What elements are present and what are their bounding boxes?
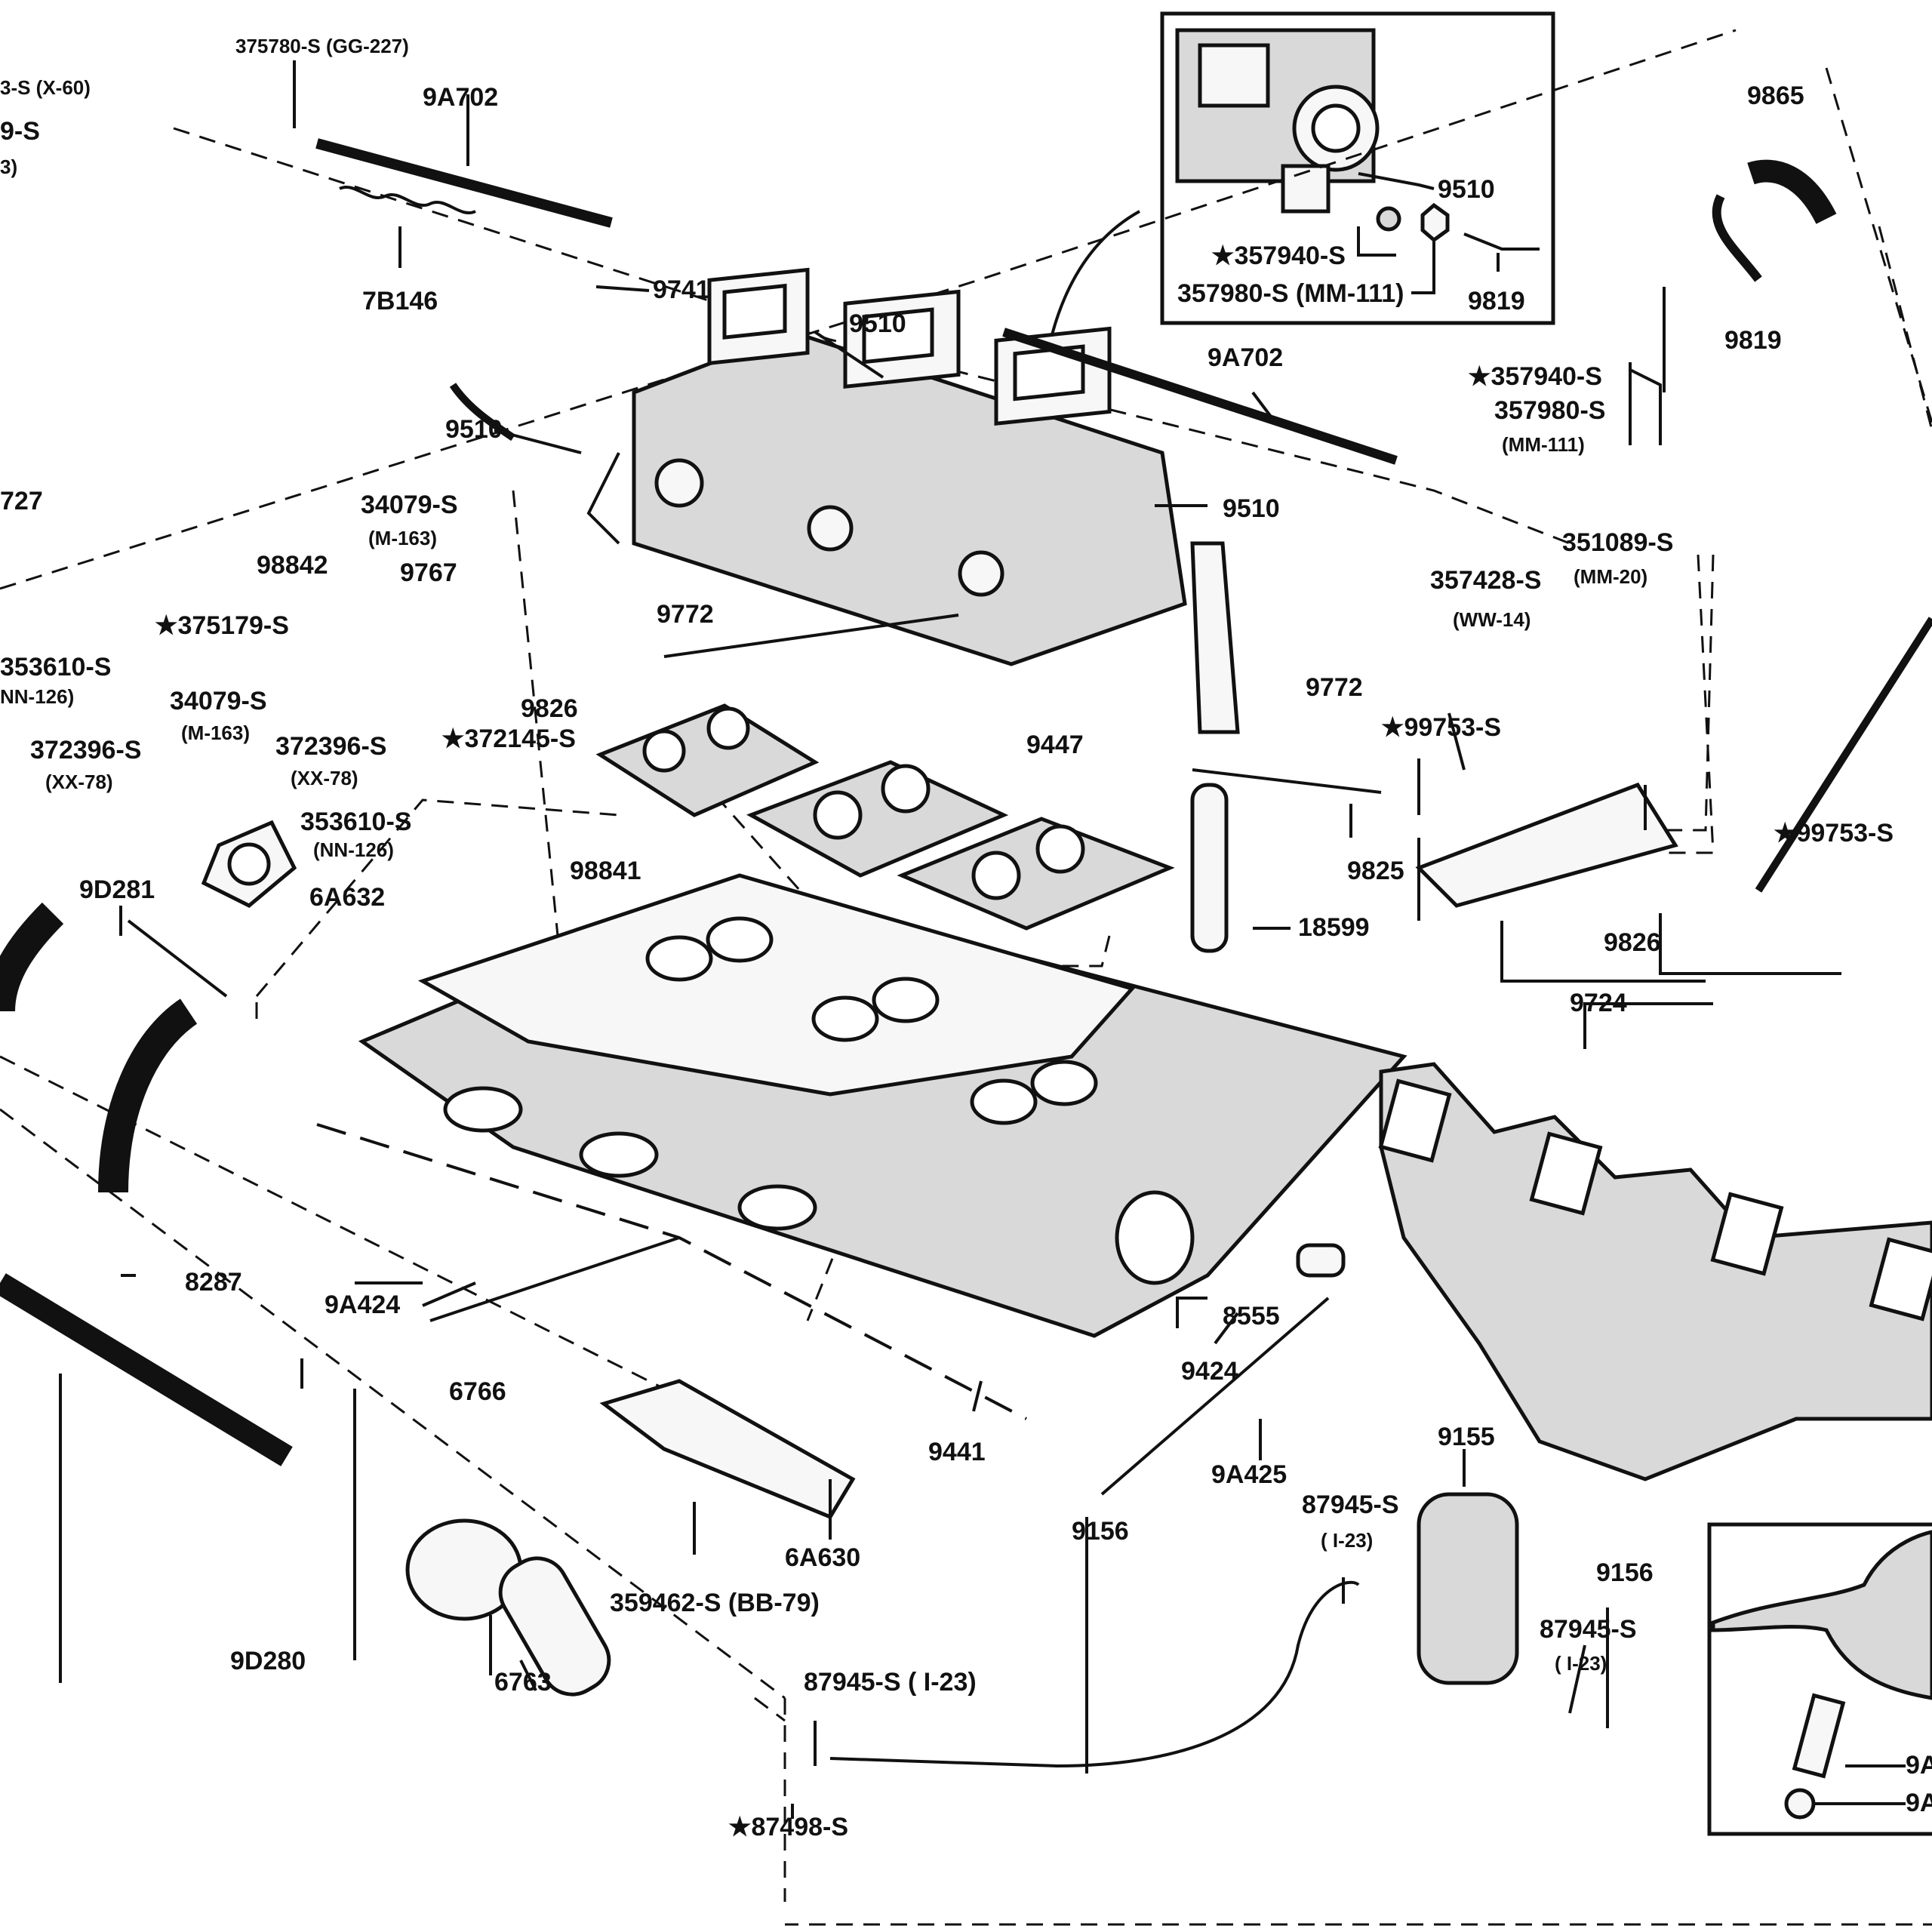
label-353610-s-b: 353610-S (300, 808, 411, 836)
label-m163-b: (M-163) (181, 721, 250, 744)
label-372145-s: ★372145-S (441, 724, 576, 753)
leader-lines (59, 60, 1841, 1819)
label-9825: 9825 (1347, 857, 1404, 885)
label-9-s: 9-S (0, 117, 40, 146)
label-9d280: 9D280 (230, 1647, 306, 1675)
label-m163-a: (M-163) (368, 527, 437, 549)
label-9a702-top: 9A702 (423, 83, 498, 112)
label-9865: 9865 (1747, 82, 1804, 110)
label-i23-b: ( I-23) (1555, 1652, 1607, 1675)
label-mm-111: (MM-111) (1502, 433, 1585, 456)
label-372396-s-a: 372396-S (30, 736, 141, 764)
label-xx78-a: (XX-78) (45, 771, 113, 793)
inset-label-line: 9819 (1468, 287, 1525, 315)
label-9741: 9741 (653, 275, 710, 304)
label-9826-b: 9826 (1604, 928, 1661, 957)
inset-label-nut-star: ★357940-S (1211, 242, 1346, 270)
label-87945-s-a: 87945-S (1302, 1491, 1399, 1519)
label-6766: 6766 (449, 1377, 506, 1406)
carburetor-assembly (586, 267, 1187, 666)
label-9510-c: 9510 (1223, 494, 1280, 523)
label-9a424: 9A424 (325, 1291, 400, 1319)
label-i23-a: ( I-23) (1321, 1529, 1373, 1552)
label-375780-s: 375780-S (GG-227) (235, 35, 409, 57)
detail-inset-bottom-right (1707, 1522, 1932, 1836)
carburetor-detail-inset: 9510 ★357940-S 357980-S (MM-111) 9819 (1032, 11, 1555, 430)
label-9826-a: 9826 (521, 694, 578, 723)
label-9441: 9441 (928, 1438, 986, 1466)
label-9155: 9155 (1438, 1423, 1495, 1451)
label-6763: 6763 (494, 1668, 552, 1697)
label-353610-s-a: 353610-S (0, 653, 111, 681)
label-9510-a: 9510 (849, 309, 906, 338)
label-99753-s-a: ★99753-S (1381, 713, 1501, 742)
label-9a425: 9A425 (1211, 1460, 1287, 1489)
inset-label-nut: 357980-S (MM-111) (1177, 279, 1404, 308)
label-375179-s: ★375179-S (155, 611, 289, 640)
label-87498-s: ★87498-S (728, 1813, 848, 1841)
label-6a632: 6A632 (309, 883, 385, 912)
label-inset-9a-a: 9A (1906, 1751, 1932, 1780)
label-3: 3) (0, 155, 17, 178)
label-9447: 9447 (1026, 731, 1084, 759)
label-357428-s: 357428-S (1430, 566, 1541, 595)
label-372396-s-b: 372396-S (275, 732, 386, 761)
label-98841: 98841 (570, 857, 641, 885)
label-9819: 9819 (1724, 326, 1782, 355)
label-9424: 9424 (1181, 1357, 1238, 1386)
label-9156-a: 9156 (1072, 1517, 1129, 1546)
label-inset-9a-b: 9A (1906, 1789, 1932, 1817)
label-8555: 8555 (1223, 1302, 1280, 1331)
label-xx78-b: (XX-78) (291, 767, 358, 789)
label-359462-s: 359462-S (BB-79) (610, 1589, 820, 1617)
exhaust-manifold (1378, 1062, 1932, 1481)
label-9156-b: 9156 (1596, 1558, 1654, 1587)
label-8287: 8287 (185, 1268, 242, 1297)
label-357980-s: 357980-S (1494, 396, 1605, 425)
label-34079-s-b: 34079-S (170, 687, 267, 715)
label-nn126-a: NN-126) (0, 685, 74, 708)
inset-label-carburetor: 9510 (1438, 175, 1495, 204)
part-number-labels: 375780-S (GG-227) 9A702 3-S (X-60) 9-S 3… (0, 35, 1932, 1841)
label-9772-b: 9772 (1306, 673, 1363, 702)
label-ww14: (WW-14) (1453, 608, 1531, 631)
label-357940-s: ★357940-S (1468, 362, 1602, 391)
label-mm20: (MM-20) (1574, 565, 1647, 588)
label-6a630: 6A630 (785, 1543, 860, 1572)
label-87945-s-b: 87945-S (1540, 1615, 1637, 1644)
label-9772-a: 9772 (657, 600, 714, 629)
intake-manifold (358, 873, 1407, 1338)
label-727: 727 (0, 487, 43, 515)
label-9a702-mid: 9A702 (1208, 343, 1283, 372)
label-351089-s: 351089-S (1562, 528, 1673, 557)
label-98842: 98842 (257, 551, 328, 580)
label-99753-s-b: ★99753-S (1774, 819, 1894, 848)
carburetor-gaskets (595, 703, 1175, 931)
label-9724: 9724 (1570, 989, 1627, 1017)
label-nn126-b: (NN-126) (313, 838, 394, 861)
label-9510-b: 9510 (445, 415, 503, 444)
label-9767: 9767 (400, 558, 457, 587)
label-x60: 3-S (X-60) (0, 76, 91, 99)
label-87945-s-c: 87945-S ( I-23) (804, 1668, 977, 1697)
label-34079-s-a: 34079-S (361, 491, 458, 519)
small-parts (0, 138, 1932, 1768)
label-9d281: 9D281 (79, 875, 155, 904)
label-18599: 18599 (1298, 913, 1370, 942)
label-7b146: 7B146 (362, 287, 438, 315)
